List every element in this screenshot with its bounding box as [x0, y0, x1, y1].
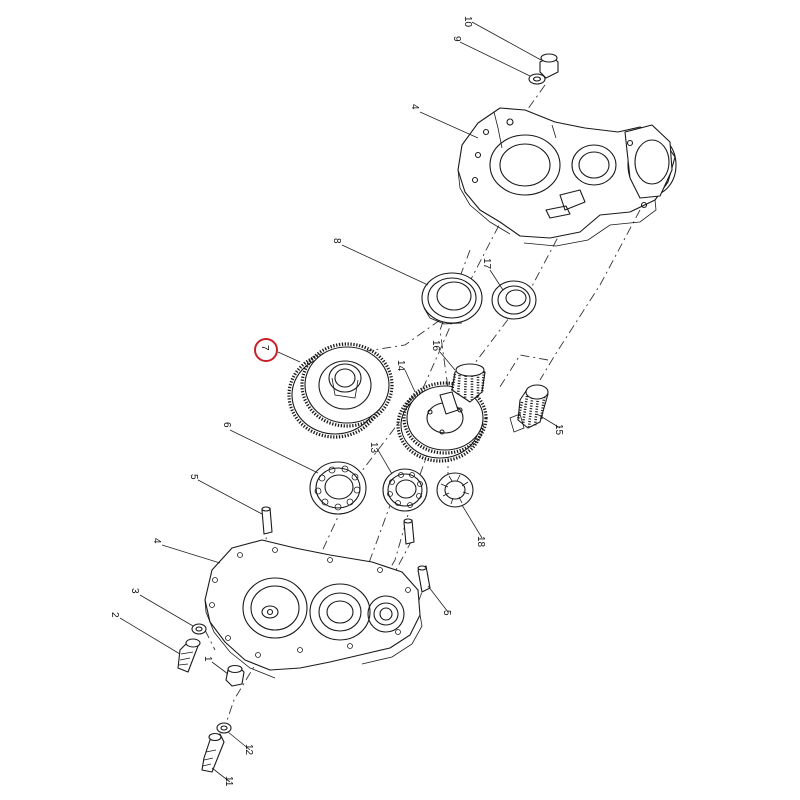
- callout-2: 2: [109, 612, 120, 618]
- callout-17: 17: [481, 258, 492, 270]
- callout-4-lower: 4: [151, 538, 162, 544]
- callout-labels: 10 9 4 8 17 7 16 14 15 6 13 18 5 4 3 2 1…: [109, 16, 564, 787]
- callout-4-upper: 4: [409, 104, 420, 110]
- callout-7: 7: [259, 345, 270, 351]
- large-oil-seal: [421, 272, 483, 325]
- drive-pinion: [509, 384, 549, 433]
- medium-ball-bearing: [382, 468, 428, 512]
- callout-1: 1: [202, 656, 213, 662]
- callout-12: 12: [243, 744, 254, 756]
- callout-11: 11: [223, 776, 234, 787]
- lower-washer: [216, 722, 232, 734]
- callout-10: 10: [462, 16, 473, 28]
- callout-5-upper: 5: [188, 474, 199, 480]
- callout-13: 13: [368, 442, 379, 454]
- callout-6: 6: [221, 422, 232, 428]
- upper-cover: [457, 107, 677, 247]
- pinion-shaft: [439, 363, 486, 415]
- callout-14: 14: [395, 360, 406, 372]
- callout-5-lower: 5: [441, 610, 452, 616]
- cover-bolt: [177, 638, 201, 673]
- callout-7-highlight-ring: [254, 338, 278, 362]
- callout-15: 15: [553, 424, 564, 436]
- leader-lines: [119, 21, 561, 783]
- callout-16: 16: [430, 340, 441, 352]
- dowel-pin-right: [417, 565, 431, 593]
- bolt-washer: [191, 623, 207, 635]
- dowel-pin-upper: [261, 506, 273, 535]
- medium-gear: [396, 381, 488, 463]
- callout-9: 9: [451, 36, 462, 42]
- needle-bearing: [436, 472, 474, 508]
- drain-plug: [539, 53, 559, 79]
- lower-housing: [204, 539, 423, 679]
- large-gear: [287, 342, 394, 439]
- large-ball-bearing: [309, 461, 367, 515]
- filler-plug: [225, 664, 245, 687]
- callout-8: 8: [331, 238, 342, 244]
- lower-bolt: [201, 732, 225, 773]
- callout-3: 3: [129, 588, 140, 594]
- callout-18: 18: [475, 536, 486, 548]
- small-oil-seal: [491, 280, 537, 320]
- plug-washer: [528, 73, 546, 85]
- dowel-pin-center: [403, 518, 415, 545]
